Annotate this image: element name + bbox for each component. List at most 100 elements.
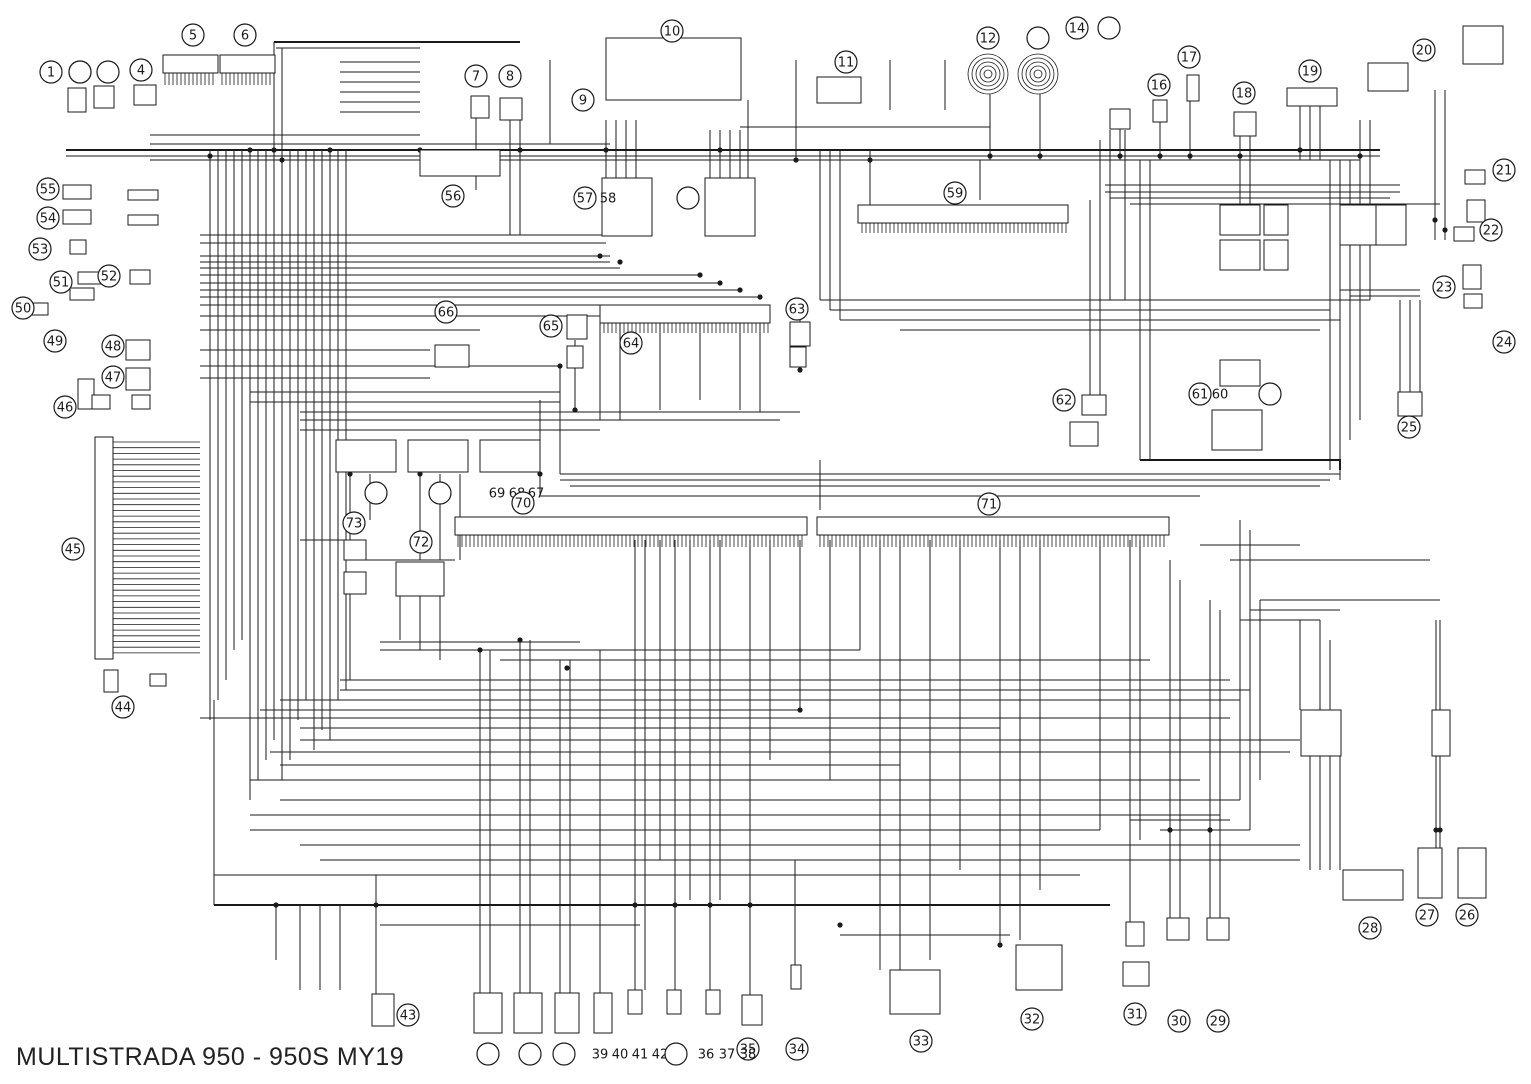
- callout-circle: [976, 26, 1000, 50]
- callout-circle: [1177, 45, 1201, 69]
- component-box-16: [1464, 169, 1486, 185]
- component-box-21: [1397, 391, 1423, 417]
- callout-circle: [1167, 1009, 1191, 1033]
- junction-14: [1157, 153, 1163, 159]
- callout-circle: [101, 334, 125, 358]
- component-box-27: [407, 439, 469, 473]
- callout-71: 71: [977, 492, 1001, 516]
- callout-label: 18: [1236, 87, 1253, 102]
- callout-26: 26: [1455, 903, 1479, 927]
- coil-ring: [979, 65, 997, 83]
- empty-callout-3: [664, 1042, 688, 1066]
- callout-21: 21: [1492, 158, 1516, 182]
- coil-ring: [1025, 61, 1051, 87]
- callout-circle: [441, 184, 465, 208]
- connector-5-pins: [164, 73, 214, 85]
- callout-55: 55: [36, 177, 60, 201]
- callout-label: 69: [489, 487, 506, 502]
- callout-circle: [49, 270, 73, 294]
- component-box-82: [131, 394, 151, 410]
- component-box-59: [1015, 944, 1063, 991]
- junction-47: [707, 902, 713, 908]
- callout-6: 6: [233, 23, 257, 47]
- callout-40: 40: [612, 1048, 629, 1063]
- callout-label: 59: [947, 187, 964, 202]
- component-box-37: [789, 346, 807, 368]
- empty-callout-7: [1097, 16, 1121, 40]
- callout-circle: [573, 186, 597, 210]
- callout-14: 14: [1065, 16, 1089, 40]
- callout-label: 49: [47, 335, 64, 350]
- empty-callout-1: [518, 1042, 542, 1066]
- wire-layer: [66, 41, 1448, 995]
- component-box-55: [1125, 921, 1145, 947]
- callout-label: 1: [47, 66, 55, 81]
- junction-17: [1297, 147, 1303, 153]
- coil-ring: [1033, 69, 1043, 79]
- junction-24: [717, 280, 723, 286]
- callout-circle: [43, 329, 67, 353]
- component-box-2: [605, 37, 742, 101]
- callout-circle: [1415, 903, 1439, 927]
- loop-a: [1140, 459, 1341, 470]
- callout-72: 72: [409, 530, 433, 554]
- component-box-1: [219, 54, 276, 74]
- component-box-57: [1166, 917, 1190, 941]
- junction-21: [597, 253, 603, 259]
- junction-3: [247, 147, 253, 153]
- callout-52: 52: [97, 264, 121, 288]
- junction-31: [347, 471, 353, 477]
- coil-ring: [975, 61, 1001, 87]
- callout-66: 66: [434, 300, 458, 324]
- junction-37: [997, 942, 1003, 948]
- coil-12: [967, 53, 1009, 95]
- junction-41: [1433, 827, 1439, 833]
- component-box-48: [1081, 394, 1107, 416]
- callout-49: 49: [43, 329, 67, 353]
- callout-16: 16: [1147, 73, 1171, 97]
- callout-circle: [834, 50, 858, 74]
- callout-23: 23: [1432, 275, 1456, 299]
- junction-10: [867, 157, 873, 163]
- callout-label: 43: [400, 1009, 417, 1024]
- component-box-79: [69, 239, 87, 255]
- component-box-13: [1286, 87, 1338, 107]
- component-box-56: [1122, 961, 1150, 987]
- callout-circle: [39, 60, 63, 84]
- callout-circle: [539, 314, 563, 338]
- callout-label: 16: [1151, 79, 1168, 94]
- empty-callout-0: [476, 1042, 500, 1066]
- component-box-63: [513, 992, 543, 1034]
- callout-46: 46: [53, 395, 77, 419]
- callout-circle: [1492, 158, 1516, 182]
- callout-label: 60: [1212, 388, 1229, 403]
- junction-35: [477, 647, 483, 653]
- callout-64: 64: [619, 331, 643, 355]
- junction-22: [617, 259, 623, 265]
- callout-12: 12: [976, 26, 1000, 50]
- callout-42: 42: [652, 1048, 669, 1063]
- junction-15: [1187, 153, 1193, 159]
- callout-circle: [498, 64, 522, 88]
- component-box-70: [790, 964, 802, 990]
- component-box-3: [133, 84, 157, 106]
- callout-20: 20: [1412, 38, 1436, 62]
- callout-label: 40: [612, 1048, 629, 1063]
- component-box-20: [1463, 293, 1483, 309]
- callout-circle: [1188, 382, 1212, 406]
- component-box-49: [1069, 421, 1099, 447]
- callout-25: 25: [1397, 415, 1421, 439]
- callout-circle: [1052, 388, 1076, 412]
- callout-circle: [619, 331, 643, 355]
- junction-2: [207, 153, 213, 159]
- callout-label: 24: [1496, 336, 1513, 351]
- callout-5: 5: [181, 23, 205, 47]
- component-box-52: [1342, 869, 1404, 901]
- empty-callout-5: [96, 60, 120, 84]
- callout-circle: [660, 19, 684, 43]
- callout-circle: [943, 181, 967, 205]
- callout-35: 35: [736, 1037, 760, 1061]
- callout-circle: [909, 1029, 933, 1053]
- callout-label: 47: [105, 371, 122, 386]
- callout-44: 44: [111, 695, 135, 719]
